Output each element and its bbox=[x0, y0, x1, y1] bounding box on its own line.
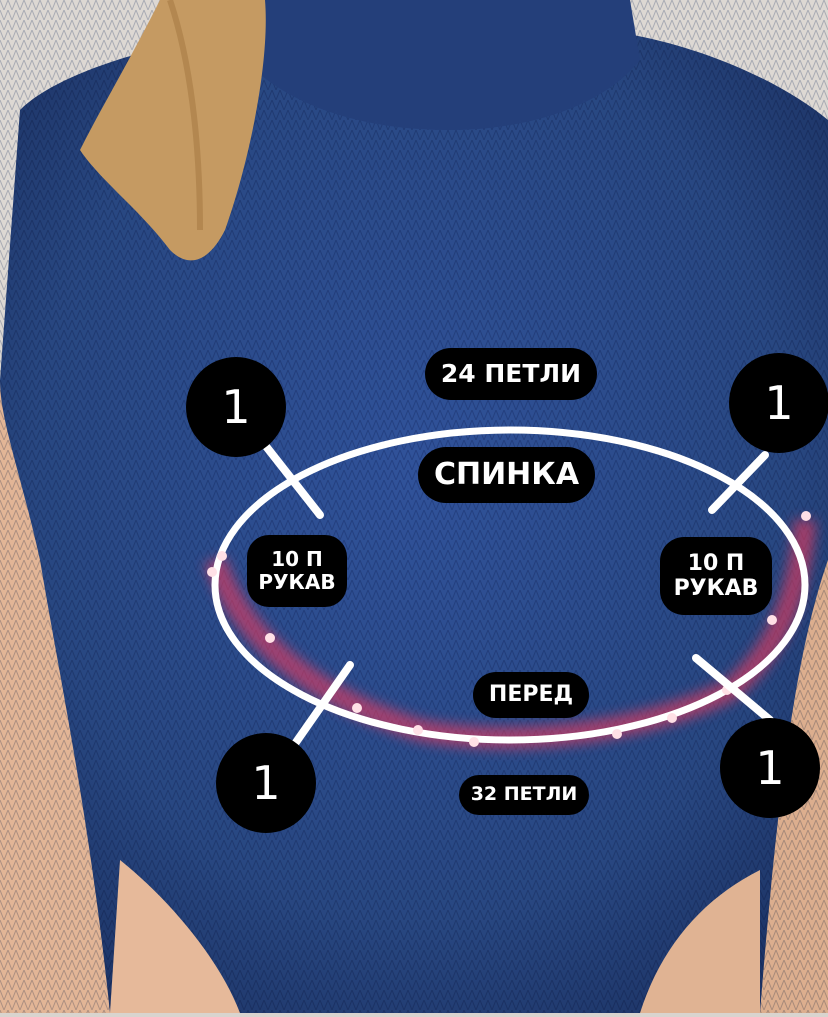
marker-lines bbox=[261, 441, 774, 752]
guide-oval bbox=[211, 426, 809, 744]
left-sleeve-label: 10 П РУКАВ bbox=[247, 535, 347, 607]
hair bbox=[80, 0, 266, 261]
marker-bottom-right: 1 bbox=[720, 718, 820, 818]
right-sleeve-label: 10 П РУКАВ bbox=[660, 537, 772, 615]
front-label: ПЕРЕД bbox=[473, 672, 589, 718]
back-label: СПИНКА bbox=[418, 447, 595, 503]
marker-top-left: 1 bbox=[186, 357, 286, 457]
marker-bottom-left: 1 bbox=[216, 733, 316, 833]
top-stitch-count-label: 24 ПЕТЛИ bbox=[425, 348, 597, 400]
turtleneck bbox=[255, 0, 640, 130]
marker-top-right: 1 bbox=[729, 353, 828, 453]
bottom-stitch-count-label: 32 ПЕТЛИ bbox=[459, 775, 589, 815]
